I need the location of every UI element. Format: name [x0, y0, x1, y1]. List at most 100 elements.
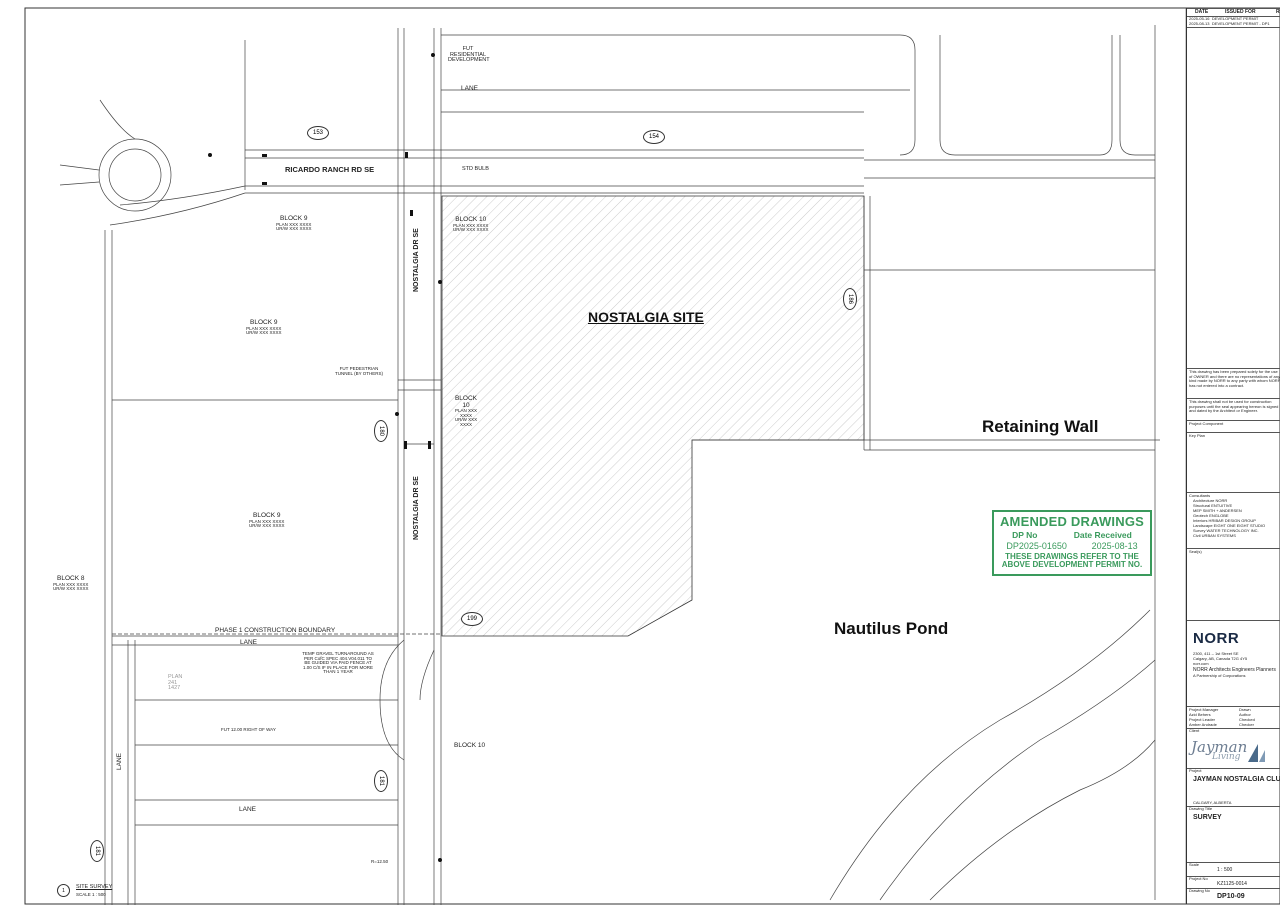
col-issued: ISSUED FOR [1225, 9, 1256, 15]
lane-label-left: LANE [116, 753, 123, 770]
project-name: JAYMAN NOSTALGIA CLU [1193, 776, 1280, 783]
stamp-dp-number: DP2025-01650 [1006, 541, 1067, 551]
issue-desc: DEVELOPMENT PERMIT - DP1 [1212, 21, 1270, 26]
block9-label-a: BLOCK 9 PLAN XXX XXXX UR/W XXX XXXX [276, 215, 312, 232]
block-urw: UR/W XXX XXXX [53, 586, 89, 591]
col-date: DATE [1195, 9, 1209, 15]
consultants-label: Consultants [1189, 493, 1211, 498]
lot-number: 186 [843, 288, 857, 310]
block10-label-c: BLOCK 10 [454, 742, 486, 749]
drawing-no-label: Drawing No [1189, 888, 1210, 893]
plan-241-label: PLAN 241 1427 [168, 674, 183, 691]
project-label: Project [1189, 768, 1202, 773]
block-plan: PLAN XXX XXXX [276, 221, 312, 227]
address-line: norr.com [1193, 661, 1209, 666]
block-plan: PLAN XXX XXXX [249, 518, 285, 524]
pl-name: Amber Andrade [1189, 722, 1217, 727]
lane-label-top: LANE [461, 85, 478, 92]
site-title: NOSTALGIA SITE [588, 309, 704, 325]
disclaimer-1: This drawing has been prepared solely fo… [1189, 370, 1280, 388]
block9-label-b: BLOCK 9 PLAN XXX XXXX UR/W XXX XXXX [246, 319, 282, 336]
scale-label: Scale [1189, 862, 1200, 867]
lot-number: 181 [374, 770, 388, 792]
client-label: Client [1189, 728, 1200, 733]
pm-label: Project Manager [1189, 707, 1219, 712]
block9-label-c: BLOCK 9 PLAN XXX XXXX UR/W XXX XXXX [249, 512, 285, 529]
consultant-row: Survey WATER TECHNOLOGY INC. [1193, 528, 1259, 533]
checked-by: Checker [1239, 722, 1254, 727]
drawn-label: Drawn [1239, 707, 1251, 712]
seal-label: Seal(s) [1189, 549, 1202, 554]
temp-gravel-note: TEMP GRAVEL TURNAROUND AS PER CofC SPEC … [302, 651, 374, 674]
consultant-row: Landscape EIGHT ONE EIGHT STUDIO [1193, 523, 1266, 528]
block-urw: UR/W XXX XXXX [276, 226, 312, 231]
amended-drawings-stamp: AMENDED DRAWINGS DP No Date Received DP2… [992, 510, 1152, 576]
issue-date: 2025-05-16 [1189, 16, 1210, 21]
block-plan: PLAN XXX XXXX [454, 408, 477, 418]
consultant-row: Structural ENTUITIVE [1193, 503, 1233, 508]
consultant-row: MEP SMITH + ANDERSEN [1193, 508, 1242, 513]
road-label-ricardo: RICARDO RANCH RD SE [285, 165, 375, 174]
stamp-note-line1: THESE DRAWINGS REFER TO THE [1005, 552, 1139, 561]
issue-date: 2025-08-13 [1189, 21, 1210, 26]
jayman-logo-mark [1248, 744, 1265, 762]
lot-number: 154 [643, 130, 665, 144]
jayman-logo-sub: Living [1212, 752, 1241, 762]
block-urw: UR/W XXX XXXX [454, 417, 478, 427]
lane-label-mid: LANE [240, 639, 257, 646]
lot-number: 180 [374, 420, 388, 442]
phase-boundary-label: PHASE 1 CONSTRUCTION BOUNDARY [215, 627, 336, 634]
project-location: CALGARY, ALBERTA [1193, 800, 1232, 805]
nostalgia-site-hatch [441, 195, 865, 637]
block-plan: PLAN XXX XXXX [453, 222, 489, 228]
view-number-bubble: 1 [57, 884, 70, 897]
drawing-title: SURVEY [1193, 814, 1222, 821]
pl-label: Project Leader [1189, 717, 1216, 722]
consultant-row: Civil URBAN SYSTEMS [1193, 533, 1236, 538]
block-title: BLOCK 9 [280, 215, 308, 222]
project-component-label: Project Component [1189, 421, 1224, 426]
lot-number: 199 [461, 612, 483, 626]
project-no-label: Project No [1189, 876, 1208, 881]
issue-desc: DEVELOPMENT PERMIT [1212, 16, 1259, 21]
disclaimer-2: This drawing shall not be used for const… [1189, 400, 1279, 414]
stamp-date-label: Date Received [1073, 530, 1132, 540]
consultant-row: Architecture NORR [1193, 498, 1228, 503]
block-plan: PLAN XXX XXXX [53, 581, 89, 587]
stamp-date: 2025-08-13 [1091, 541, 1138, 551]
drawn-by: Author [1239, 712, 1251, 717]
fut-row-label: FUT 12.00 RIGHT OF WAY [221, 727, 276, 732]
block-plan: PLAN XXX XXXX [246, 325, 282, 331]
norr-logo: NORR [1193, 630, 1240, 647]
drawing-title-label: Drawing Title [1189, 806, 1213, 811]
consultant-row: Geotech ENGLOBE [1193, 513, 1229, 518]
consultant-row: Interiors HRIBAR DESIGN GROUP [1193, 518, 1256, 523]
ped-tunnel-note: FUT PEDESTRIAN TUNNEL (BY OTHERS) [334, 366, 383, 376]
view-scale: SCALE 1 : 500 [76, 892, 106, 897]
block-urw: UR/W XXX XXXX [249, 523, 285, 528]
lot-number: 181 [90, 840, 104, 862]
block-urw: UR/W XXX XXXX [246, 330, 282, 335]
key-plan-label: Key Plan [1189, 433, 1206, 438]
block10-label-a: BLOCK 10 PLAN XXX XXXX UR/W XXX XXXX [453, 216, 489, 233]
block-urw: UR/W XXX XXXX [453, 227, 489, 232]
pond-label: Nautilus Pond [834, 619, 949, 638]
project-no: KZ1125-0014 [1217, 881, 1247, 887]
retaining-wall-label: Retaining Wall [982, 417, 1099, 436]
block10-label-b: BLOCK 10 PLAN XXX XXXX UR/W XXX XXXX [451, 395, 481, 427]
radius-label: R=12.50 [371, 859, 389, 864]
stamp-note-line2: ABOVE DEVELOPMENT PERMIT NO. [1001, 560, 1143, 570]
stamp-title: AMENDED DRAWINGS [999, 514, 1145, 529]
drawing-no: DP10-09 [1217, 893, 1245, 900]
block-title: BLOCK 10 [455, 216, 487, 223]
address-line: 2300, 411 – 1st Street SE [1193, 651, 1239, 656]
jayman-logo: Jayman [1191, 738, 1248, 756]
road-label-nostalgia: NOSTALGIA DR SE [413, 228, 420, 292]
fut-residential-label: FUT RESIDENTIAL DEVELOPMENT [448, 46, 490, 63]
road-label-nostalgia-2: NOSTALGIA DR SE [413, 476, 420, 540]
stamp-dp-label: DP No [1012, 530, 1038, 540]
view-title: SITE SURVEY [76, 884, 113, 890]
block8-label: BLOCK 8 PLAN XXX XXXX UR/W XXX XXXX [53, 575, 89, 592]
firm-full-name: NORR Architects Engineers Planners [1193, 667, 1276, 673]
